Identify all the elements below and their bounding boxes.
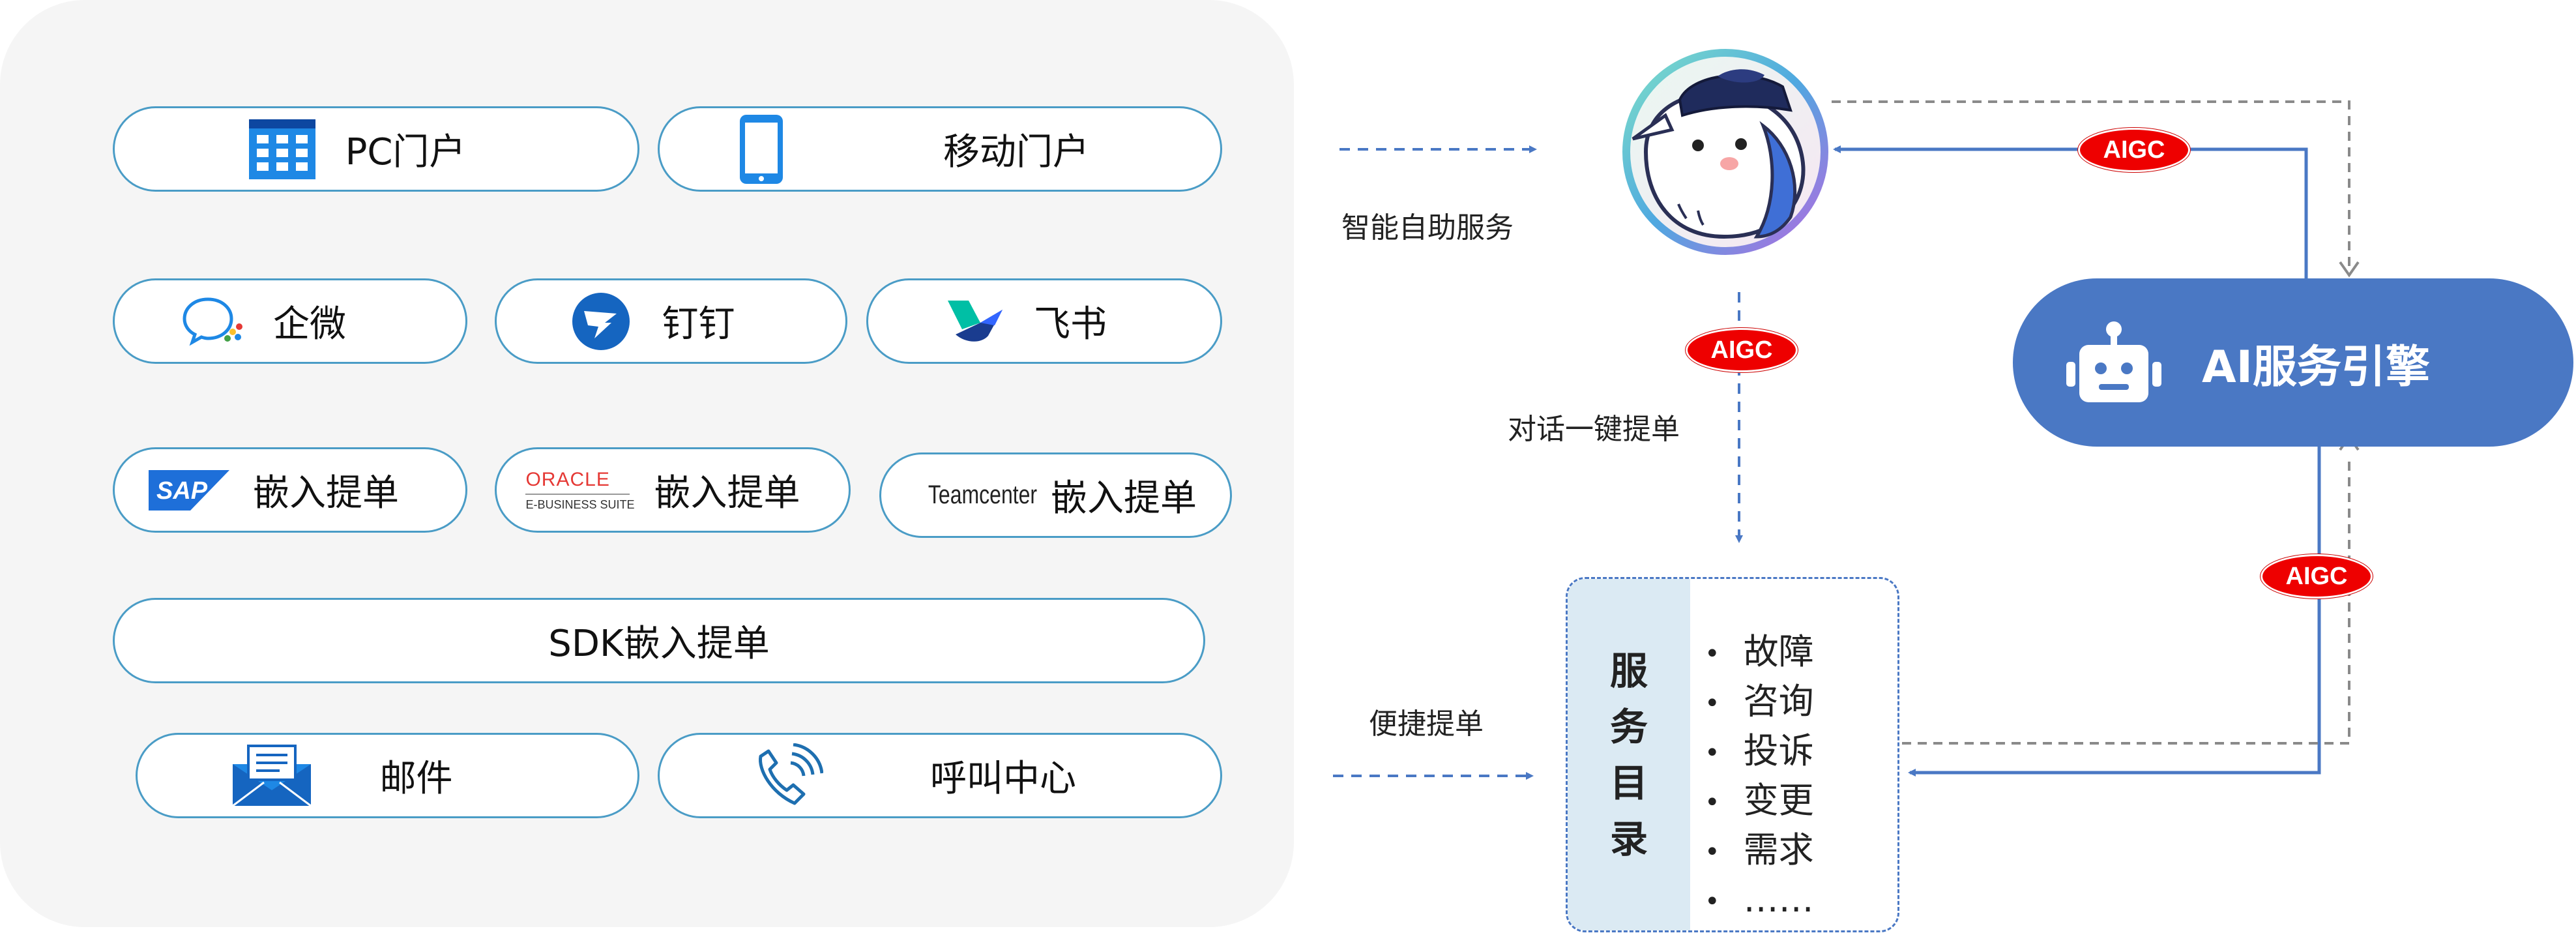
dingtalk-pill[interactable]: 钉钉 — [495, 278, 847, 364]
feishu-label: 飞书 — [1034, 303, 1107, 346]
pc-portal-pill[interactable]: PC门户 — [113, 106, 639, 192]
dingtalk-icon — [572, 292, 630, 350]
ai-service-engine[interactable]: AI服务引擎 — [2013, 278, 2573, 447]
catalog-title-char: 录 — [1609, 816, 1648, 861]
catalog-list: 故障 咨询 投诉 变更 需求 …… — [1705, 627, 1814, 925]
teamcenter-pill[interactable]: Teamcenter 嵌入提单 — [879, 452, 1232, 538]
teamcenter-embed-label: 嵌入提单 — [1050, 477, 1197, 520]
one-click-label: 对话一键提单 — [1508, 413, 1680, 446]
mascot-to-engine-arrowhead — [2339, 261, 2360, 278]
grid-window-icon — [248, 119, 315, 179]
call-center-pill[interactable]: 呼叫中心 — [658, 733, 1222, 818]
catalog-title-char: 务 — [1609, 704, 1648, 749]
catalog-to-engine-dashed — [1902, 456, 2350, 745]
self-service-label: 智能自助服务 — [1341, 211, 1514, 244]
email-icon — [231, 744, 312, 807]
feishu-pill[interactable]: 飞书 — [866, 278, 1222, 364]
mobile-phone-icon — [740, 114, 783, 184]
wecom-icon — [183, 297, 242, 346]
email-label: 邮件 — [379, 758, 453, 800]
catalog-item-request[interactable]: 需求 — [1705, 825, 1814, 875]
mobile-portal-label: 移动门户 — [943, 131, 1089, 173]
catalog-item-consult[interactable]: 咨询 — [1705, 677, 1814, 726]
catalog-title-char: 服 — [1609, 648, 1648, 693]
aigc-badge-right: AIGC — [2261, 554, 2373, 599]
oracle-logo-bottom: E-BUSINESS SUITE — [525, 497, 635, 511]
oracle-embed-label: 嵌入提单 — [654, 472, 800, 514]
wecom-label: 企微 — [273, 303, 346, 346]
sdk-pill[interactable]: SDK嵌入提单 — [113, 598, 1205, 683]
phone-call-icon — [759, 743, 823, 805]
aigc-badge-top: AIGC — [2078, 128, 2190, 172]
sap-logo-icon: SAP — [149, 469, 229, 511]
oracle-logo-divider — [525, 493, 630, 495]
mascot-to-engine-dashed — [1832, 100, 2350, 269]
service-catalog-title: 服 务 目 录 — [1568, 579, 1690, 930]
dingtalk-label: 钉钉 — [662, 303, 735, 346]
call-center-label: 呼叫中心 — [930, 758, 1076, 800]
engine-to-catalog-line — [1908, 447, 2321, 777]
oracle-logo: ORACLE E-BUSINESS SUITE — [525, 468, 635, 511]
aigc-badge-middle: AIGC — [1686, 328, 1798, 372]
oracle-logo-top: ORACLE — [525, 468, 610, 490]
sdk-embed-label: SDK嵌入提单 — [548, 623, 770, 665]
oracle-pill[interactable]: ORACLE E-BUSINESS SUITE 嵌入提单 — [495, 447, 851, 533]
mobile-portal-pill[interactable]: 移动门户 — [658, 106, 1222, 192]
catalog-item-more[interactable]: …… — [1705, 875, 1814, 925]
catalog-title-char: 目 — [1609, 760, 1648, 805]
engine-to-mascot-line — [1833, 145, 2308, 278]
quick-ticket-label: 便捷提单 — [1369, 707, 1484, 741]
catalog-item-fault[interactable]: 故障 — [1705, 627, 1814, 677]
robot-icon — [2066, 321, 2161, 402]
teamcenter-logo: Teamcenter — [928, 481, 1038, 509]
catalog-item-change[interactable]: 变更 — [1705, 776, 1814, 825]
svg-text:SAP: SAP — [156, 477, 208, 505]
wecom-pill[interactable]: 企微 — [113, 278, 467, 364]
ai-engine-label: AI服务引擎 — [2202, 341, 2430, 393]
catalog-item-complaint[interactable]: 投诉 — [1705, 726, 1814, 776]
mascot-avatar[interactable] — [1620, 48, 1832, 256]
pc-portal-label: PC门户 — [345, 131, 466, 173]
sap-embed-label: 嵌入提单 — [253, 472, 399, 514]
sap-pill[interactable]: SAP 嵌入提单 — [113, 447, 467, 533]
email-pill[interactable]: 邮件 — [136, 733, 639, 818]
service-catalog: 服 务 目 录 故障 咨询 投诉 变更 需求 …… — [1566, 577, 1899, 932]
feishu-icon — [948, 300, 1003, 342]
